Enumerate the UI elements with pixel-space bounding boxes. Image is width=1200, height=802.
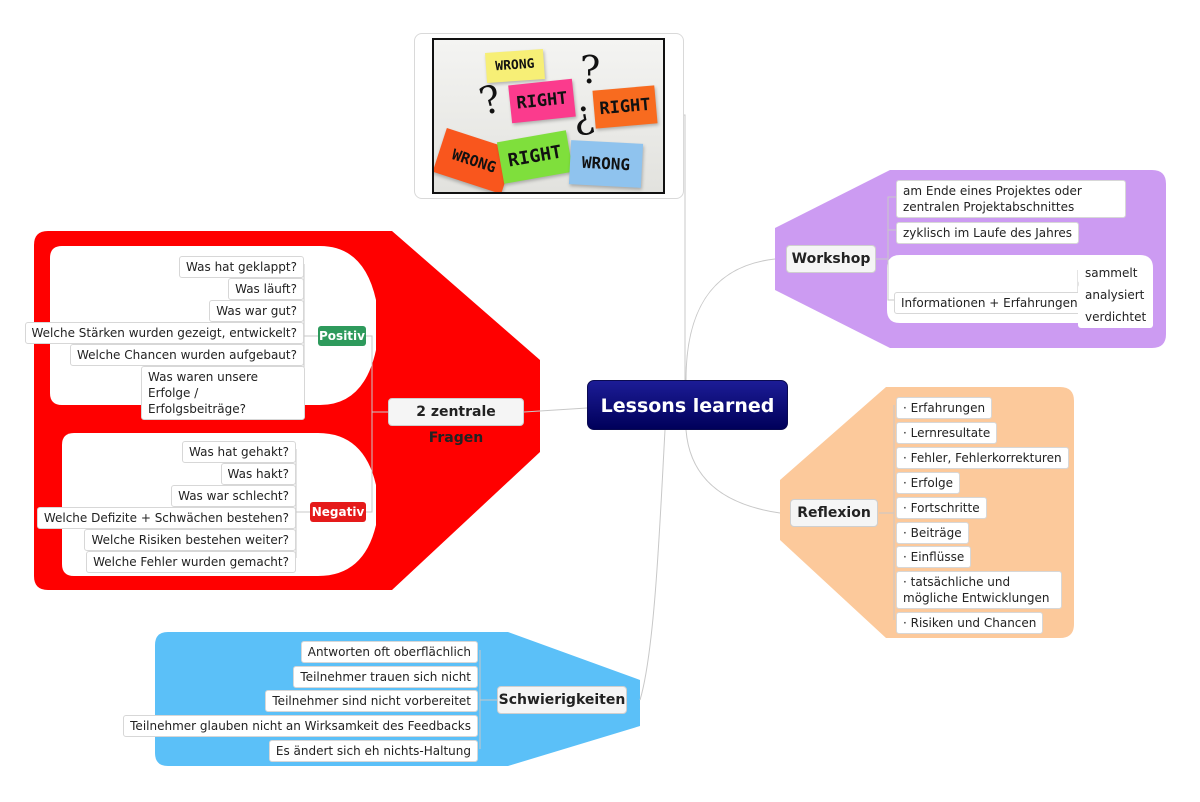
right-wrong-photo: WRONG RIGHT RIGHT WRONG RIGHT WRONG ? ? …: [432, 38, 665, 194]
topic-reflexion[interactable]: Reflexion: [790, 499, 878, 527]
positiv-item[interactable]: Was war gut?: [209, 300, 304, 322]
workshop-item[interactable]: am Ende eines Projektes oder zentralen P…: [896, 180, 1126, 218]
schwierigkeit-item[interactable]: Antworten oft oberflächlich: [300, 641, 478, 663]
schwierigkeit-item[interactable]: Teilnehmer sind nicht vorbereitet: [265, 690, 478, 712]
sticky-note-right: RIGHT: [592, 85, 658, 129]
reflexion-item[interactable]: · Erfolge: [896, 472, 961, 494]
reflexion-item[interactable]: · Einflüsse: [896, 546, 972, 568]
question-mark-icon: ?: [474, 76, 506, 124]
reflexion-item[interactable]: · Beiträge: [896, 522, 969, 544]
workshop-item[interactable]: Informationen + Erfahrungen: [894, 292, 1085, 314]
positiv-item[interactable]: Welche Stärken wurden gezeigt, entwickel…: [24, 322, 304, 344]
workshop-sub-item[interactable]: verdichtet: [1078, 306, 1154, 328]
schwierigkeit-item[interactable]: Teilnehmer trauen sich nicht: [293, 666, 478, 688]
reflexion-item[interactable]: · Fehler, Fehlerkorrekturen: [896, 447, 1069, 469]
reflexion-item[interactable]: · Lernresultate: [896, 422, 998, 444]
topic-workshop[interactable]: Workshop: [786, 245, 876, 273]
sticky-note-right: RIGHT: [508, 78, 576, 124]
negativ-item[interactable]: Welche Fehler wurden gemacht?: [86, 551, 296, 573]
reflexion-item[interactable]: · Erfahrungen: [896, 397, 993, 419]
negativ-item[interactable]: Welche Risiken bestehen weiter?: [84, 529, 296, 551]
reflexion-item[interactable]: · Fortschritte: [896, 497, 987, 519]
positiv-item[interactable]: Was waren unsere Erfolge / Erfolgsbeiträ…: [141, 366, 305, 420]
positiv-item[interactable]: Was hat geklappt?: [179, 256, 304, 278]
sticky-note-wrong: WRONG: [568, 140, 644, 188]
positiv-item[interactable]: Was läuft?: [228, 278, 304, 300]
schwierigkeit-item[interactable]: Teilnehmer glauben nicht an Wirksamkeit …: [123, 715, 478, 737]
central-topic[interactable]: Lessons learned: [587, 380, 788, 430]
workshop-sub-item[interactable]: analysiert: [1078, 284, 1152, 306]
workshop-item[interactable]: zyklisch im Laufe des Jahres: [896, 222, 1080, 244]
schwierigkeit-item[interactable]: Es ändert sich eh nichts-Haltung: [268, 740, 478, 762]
topic-zentrale-fragen[interactable]: 2 zentrale Fragen: [388, 398, 524, 446]
sticky-note-right: RIGHT: [496, 130, 574, 184]
positiv-tag[interactable]: Positiv: [318, 326, 366, 346]
positiv-item[interactable]: Welche Chancen wurden aufgebaut?: [69, 344, 304, 366]
negativ-item[interactable]: Welche Defizite + Schwächen bestehen?: [36, 507, 296, 529]
negativ-item[interactable]: Was hat gehakt?: [182, 441, 296, 463]
question-mark-icon: ?: [580, 48, 601, 92]
negativ-tag[interactable]: Negativ: [310, 502, 366, 522]
topic-schwierigkeiten[interactable]: Schwierigkeiten: [497, 686, 627, 714]
negativ-item[interactable]: Was war schlecht?: [171, 485, 296, 507]
reflexion-item[interactable]: · tatsächliche und mögliche Entwicklunge…: [896, 571, 1062, 609]
negativ-item[interactable]: Was hakt?: [220, 463, 296, 485]
workshop-sub-item[interactable]: sammelt: [1078, 262, 1145, 284]
reflexion-item[interactable]: · Risiken und Chancen: [896, 612, 1044, 634]
